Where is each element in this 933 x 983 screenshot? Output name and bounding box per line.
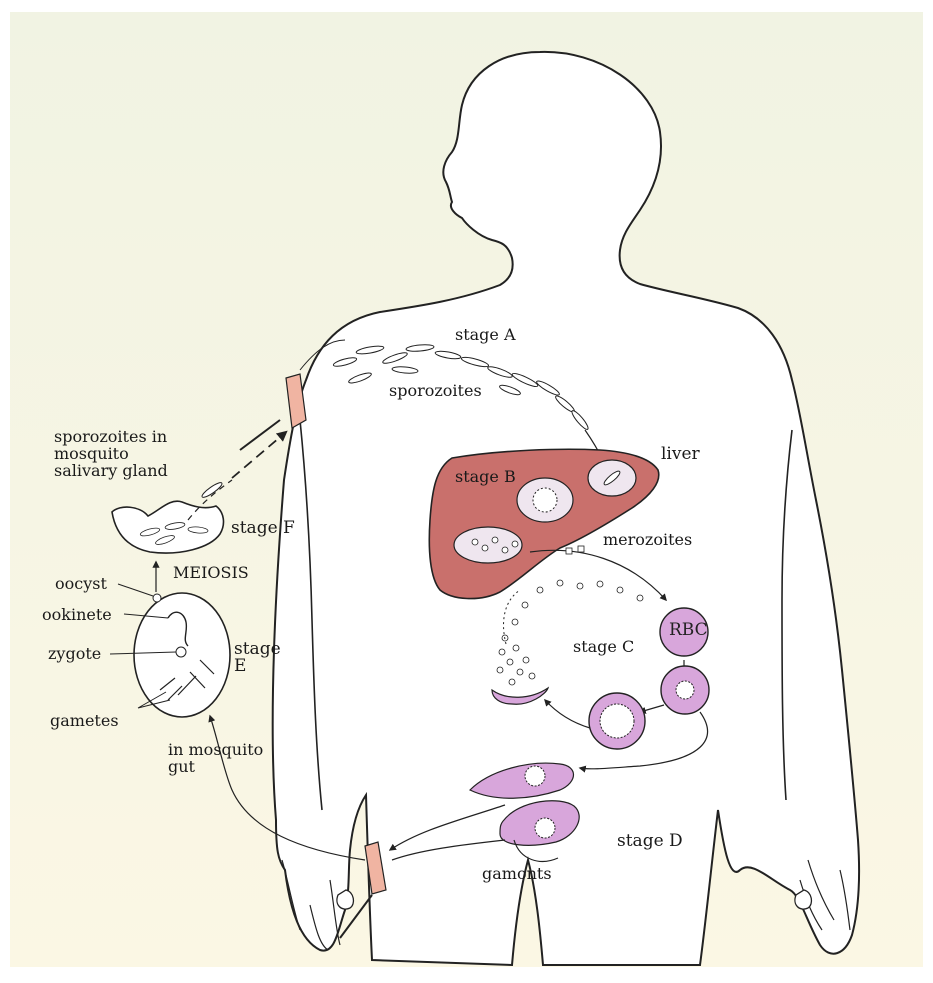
label-merozoites: merozoites <box>603 531 692 548</box>
label-liver: liver <box>661 446 700 463</box>
label-stage-d: stage D <box>617 833 683 850</box>
label-stage-c: stage C <box>573 638 634 655</box>
gametocyte-two-nucleus <box>535 818 555 838</box>
label-rbc: RBC <box>669 622 708 639</box>
schizont-nucleus <box>533 488 557 512</box>
label-zygote: zygote <box>48 645 101 662</box>
schizont-merozoites <box>600 704 634 738</box>
oocyst-dot <box>153 594 161 602</box>
trophozoite-ring <box>676 681 694 699</box>
gametocyte-one-nucleus <box>525 766 545 786</box>
label-in-mosquito-gut: in mosquito gut <box>168 741 263 775</box>
label-stage-b: stage B <box>455 468 516 485</box>
label-ookinete: ookinete <box>42 606 112 623</box>
label-sporozoites: sporozoites <box>389 382 482 399</box>
label-oocyst: oocyst <box>55 575 107 592</box>
label-gamonts: gamonts <box>482 865 552 882</box>
label-sporozoites-gland: sporozoites in mosquito salivary gland <box>54 428 168 479</box>
label-stage-f: stage F <box>231 520 295 537</box>
label-gametes: gametes <box>50 712 119 729</box>
label-stage-a: stage A <box>455 326 516 343</box>
label-meiosis: MEIOSIS <box>173 564 249 581</box>
zygote-shape <box>176 647 186 657</box>
label-stage-e: stage E <box>234 641 281 675</box>
